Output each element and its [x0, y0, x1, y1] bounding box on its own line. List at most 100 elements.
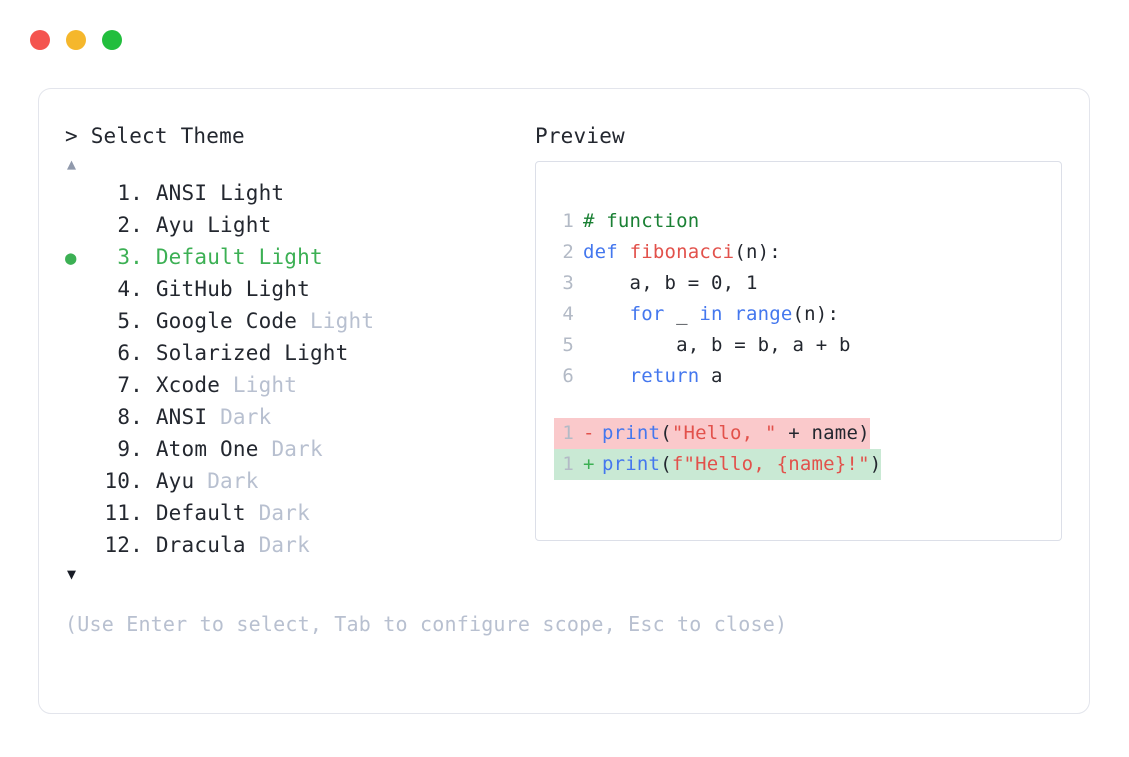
code-content: print(f"Hello, {name}!"): [602, 449, 881, 480]
code-token: print: [602, 453, 661, 475]
theme-list-item[interactable]: 2. Ayu Light: [65, 209, 535, 241]
diff-block: 1-print("Hello, " + name)1+print(f"Hello…: [554, 418, 1061, 480]
code-token: f"Hello, {name}!": [671, 453, 870, 475]
theme-index: 2.: [117, 213, 143, 237]
line-number: 3: [562, 272, 574, 294]
theme-name: ANSI: [143, 181, 221, 205]
code-token: + name): [776, 422, 870, 444]
theme-name: Ayu: [143, 213, 208, 237]
theme-list-item[interactable]: 12. Dracula Dark: [65, 529, 535, 561]
theme-name: Google Code: [143, 309, 310, 333]
theme-variant-label: Dark: [207, 469, 259, 493]
theme-variant-label: Light: [232, 373, 298, 397]
theme-variant-label: Light: [309, 309, 375, 333]
code-token: fibonacci: [629, 241, 735, 263]
code-content: a, b = b, a + b: [583, 330, 851, 361]
theme-index: 7.: [117, 373, 143, 397]
code-content: print("Hello, " + name): [602, 418, 870, 449]
theme-name: ANSI: [143, 405, 221, 429]
theme-list-item[interactable]: 6. Solarized Light: [65, 337, 535, 369]
code-token: "Hello, ": [671, 422, 777, 444]
theme-index: 3.: [117, 245, 143, 269]
theme-index: 4.: [117, 277, 143, 301]
code-token: ): [869, 453, 882, 475]
code-line: 4 for _ in range(n):: [554, 299, 1061, 330]
code-content: def fibonacci(n):: [583, 237, 781, 268]
code-token: a, b = b, a + b: [583, 334, 851, 356]
theme-index: 12.: [104, 533, 143, 557]
theme-name: GitHub: [143, 277, 246, 301]
theme-variant-label: Dark: [220, 405, 272, 429]
theme-name: Dracula: [143, 533, 259, 557]
code-token: a, b = 0, 1: [583, 272, 758, 294]
keyboard-hint: (Use Enter to select, Tab to configure s…: [65, 612, 788, 636]
code-token: (: [660, 422, 672, 444]
theme-list-item[interactable]: ●3. Default Light: [65, 241, 535, 273]
code-token: [583, 365, 630, 387]
code-content: # function: [583, 206, 699, 237]
theme-name: Ayu: [143, 469, 208, 493]
page-title: Select Theme: [90, 124, 245, 148]
theme-variant-label: Light: [220, 181, 285, 205]
theme-list-item[interactable]: 5. Google Code Light: [65, 305, 535, 337]
theme-list-item[interactable]: 1. ANSI Light: [65, 177, 535, 209]
code-content: for _ in range(n):: [583, 299, 839, 330]
theme-variant-label: Dark: [258, 533, 310, 557]
theme-index: 8.: [117, 405, 143, 429]
line-number: 6: [562, 365, 574, 387]
diff-marker: -: [583, 422, 595, 444]
theme-variant-label: Light: [284, 341, 349, 365]
theme-name: Default: [143, 501, 259, 525]
line-number: 1: [562, 422, 574, 444]
theme-index: 9.: [117, 437, 143, 461]
theme-index: 1.: [117, 181, 143, 205]
code-content: a, b = 0, 1: [583, 268, 758, 299]
code-content: return a: [583, 361, 723, 392]
theme-variant-label: Light: [207, 213, 272, 237]
code-token: a: [699, 365, 723, 387]
preview-label: Preview: [535, 124, 625, 148]
window-minimize-button[interactable]: [66, 30, 86, 50]
code-token: (: [660, 453, 672, 475]
diff-line-added: 1+print(f"Hello, {name}!"): [554, 449, 882, 480]
theme-list-item[interactable]: 11. Default Dark: [65, 497, 535, 529]
prompt-row: > Select Theme: [65, 121, 535, 151]
code-line: 6 return a: [554, 361, 1061, 392]
diff-line-removed: 1-print("Hello, " + name): [554, 418, 870, 449]
prompt-marker: >: [65, 124, 78, 148]
theme-variant-label: Dark: [258, 501, 310, 525]
theme-name: Xcode: [143, 373, 233, 397]
line-number: 5: [562, 334, 574, 356]
code-token: in range: [699, 303, 793, 325]
theme-list-item[interactable]: 8. ANSI Dark: [65, 401, 535, 433]
window-close-button[interactable]: [30, 30, 50, 50]
theme-name: Solarized: [143, 341, 285, 365]
selection-bullet-icon: ●: [65, 247, 77, 269]
line-number: 2: [562, 241, 574, 263]
theme-name: Atom One: [143, 437, 272, 461]
scroll-down-arrow-icon[interactable]: ▼: [67, 565, 77, 583]
scroll-up-arrow-icon[interactable]: ▲: [67, 155, 77, 173]
theme-index: 6.: [117, 341, 143, 365]
theme-variant-label: Dark: [271, 437, 323, 461]
code-line: 3 a, b = 0, 1: [554, 268, 1061, 299]
code-token: _: [664, 303, 700, 325]
theme-variant-label: Light: [258, 245, 323, 269]
code-token: [583, 303, 630, 325]
theme-list-item[interactable]: 4. GitHub Light: [65, 273, 535, 305]
theme-list-item[interactable]: 9. Atom One Dark: [65, 433, 535, 465]
theme-list-item[interactable]: 7. Xcode Light: [65, 369, 535, 401]
theme-index: 5.: [117, 309, 143, 333]
window-maximize-button[interactable]: [102, 30, 122, 50]
theme-list-item[interactable]: 10. Ayu Dark: [65, 465, 535, 497]
theme-index: 11.: [104, 501, 143, 525]
code-token: (n):: [792, 303, 840, 325]
code-line: 5 a, b = b, a + b: [554, 330, 1061, 361]
code-token: return: [629, 365, 700, 387]
